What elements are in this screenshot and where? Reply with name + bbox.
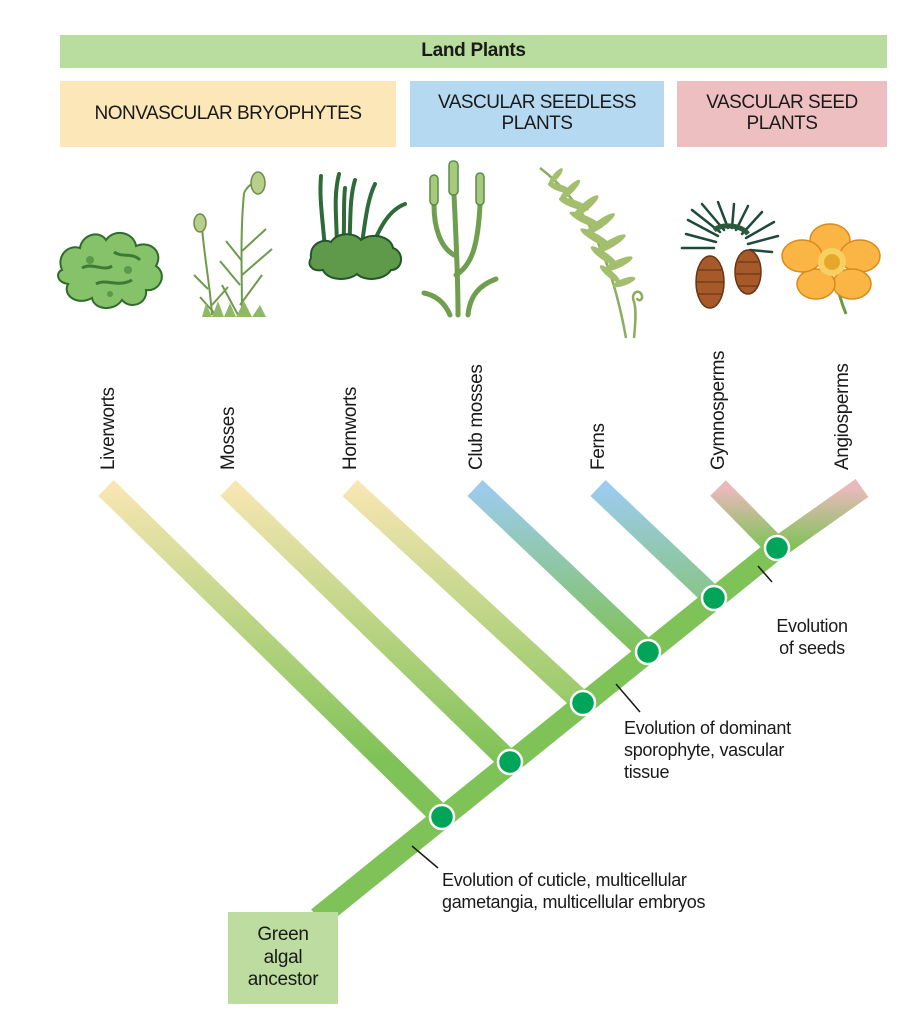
ancestor-line3: ancestor	[247, 969, 319, 991]
hornwort-illustration	[308, 172, 407, 280]
leader-seeds	[757, 565, 773, 583]
green-algal-ancestor-box: Green algal ancestor	[228, 912, 338, 1004]
branch-club-mosses	[467, 480, 656, 660]
annotation-sporophyte-line3: tissue	[624, 761, 670, 782]
moss-illustration	[193, 171, 273, 317]
ancestor-line2: algal	[263, 946, 303, 968]
liverwort-illustration	[57, 231, 163, 309]
annotation-evolution-of-seeds: Evolution of seeds	[752, 616, 872, 660]
branch-angiosperms	[770, 479, 869, 557]
node-land-plants	[428, 803, 456, 831]
branch-gymnosperms	[710, 480, 785, 556]
branch-hornworts	[342, 479, 591, 712]
angiosperm-flower-illustration	[781, 223, 881, 315]
branch-mosses	[220, 480, 518, 770]
group-vascular-seedless-line1: VASCULAR SEEDLESS	[437, 92, 637, 114]
branch-ferns	[590, 480, 722, 606]
annotation-seeds-line2: of seeds	[779, 637, 845, 658]
fern-illustration	[539, 167, 644, 339]
annotation-sporophyte-line1: Evolution of dominant	[624, 718, 791, 738]
annotation-cuticle-line1: Evolution of cuticle, multicellular	[442, 870, 687, 890]
group-vascular-seed-line2: PLANTS	[746, 113, 818, 134]
node-seed-plants	[700, 584, 728, 612]
club-moss-illustration	[421, 160, 499, 318]
node-after-club-mosses	[634, 638, 662, 666]
group-vascular-seed-line1: VASCULAR SEED	[706, 92, 858, 114]
node-vascular-plants	[569, 689, 597, 717]
gymnosperm-illustration	[680, 200, 780, 309]
node-after-liverworts	[496, 748, 524, 776]
annotation-seeds-line1: Evolution	[776, 616, 848, 636]
leader-cuticle	[411, 845, 439, 869]
group-vascular-seedless: VASCULAR SEEDLESS PLANTS	[410, 81, 664, 147]
group-vascular-seedless-line2: PLANTS	[501, 113, 573, 134]
group-nonvascular-bryophytes: NONVASCULAR BRYOPHYTES	[60, 81, 396, 147]
leader-sporophyte	[615, 683, 641, 713]
annotation-cuticle-line2: gametangia, multicellular embryos	[442, 891, 706, 912]
annotation-sporophyte-line2: sporophyte, vascular	[624, 739, 785, 760]
node-gymno-angio	[763, 534, 791, 562]
main-trunk	[311, 539, 784, 927]
branch-liverworts	[98, 480, 450, 825]
ancestor-line1: Green	[257, 923, 309, 945]
group-vascular-seed: VASCULAR SEED PLANTS	[677, 81, 887, 147]
land-plants-title: Land Plants	[60, 35, 887, 68]
annotation-cuticle: Evolution of cuticle, multicellular game…	[442, 870, 862, 914]
annotation-dominant-sporophyte: Evolution of dominant sporophyte, vascul…	[624, 718, 884, 784]
